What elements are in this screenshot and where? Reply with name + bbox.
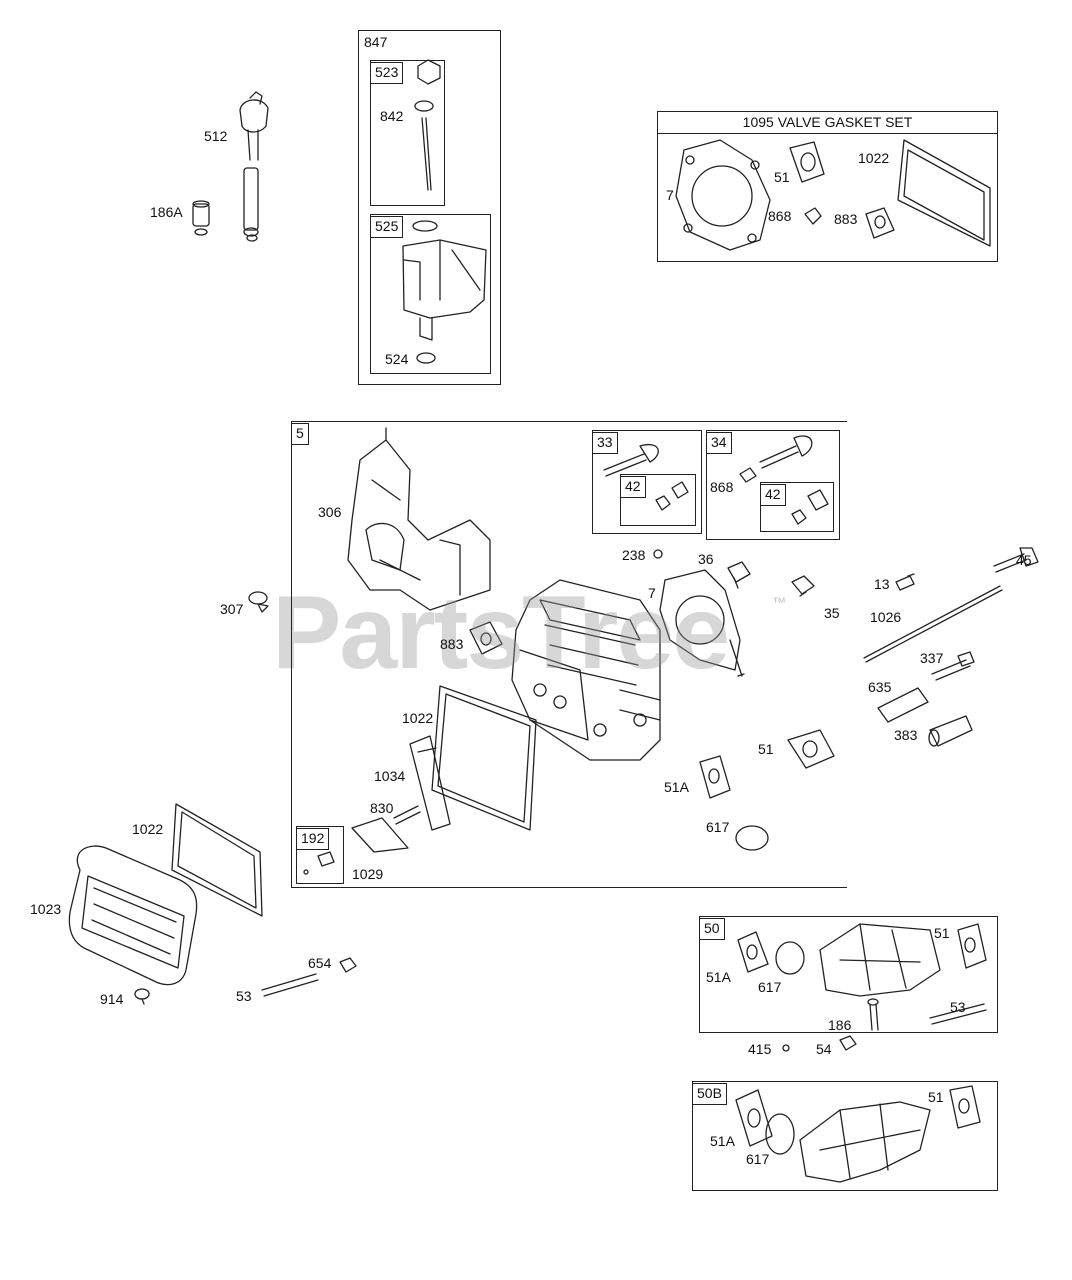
seal-186a-part	[192, 200, 210, 236]
manifold-label-415: 415	[748, 1041, 772, 1057]
breather-parts	[877, 651, 975, 747]
box-34-tag: 34	[706, 432, 732, 454]
head-gasket-7-part	[659, 569, 745, 677]
manifold-b-label-617: 617	[746, 1151, 770, 1167]
box-33-tag: 33	[592, 432, 618, 454]
box-50b-tag: 50B	[692, 1083, 727, 1105]
box-192-tag: 192	[296, 828, 330, 850]
dipstick-523-part	[414, 59, 441, 191]
part-label-1029: 1029	[352, 866, 384, 882]
part-label-51: 51	[758, 741, 774, 757]
box-192	[296, 826, 344, 884]
box-5-tag: 5	[291, 423, 309, 445]
part-192-drawing	[303, 851, 335, 875]
manifold-label-51: 51	[934, 925, 950, 941]
manifold-label-617: 617	[758, 979, 782, 995]
box-34-42-tag: 42	[760, 484, 786, 506]
manifold-b-label-51a: 51A	[710, 1133, 735, 1149]
part-label-7: 7	[648, 585, 656, 601]
part-label-617: 617	[706, 819, 730, 835]
valve-parts	[603, 435, 829, 525]
valve-gasket-set-title: 1095 VALVE GASKET SET	[657, 111, 998, 134]
part-label-1034: 1034	[374, 768, 406, 784]
part-label-842: 842	[380, 108, 404, 124]
gasket-label-868: 868	[768, 208, 792, 224]
manifold-label-186: 186	[828, 1017, 852, 1033]
part-label-307: 307	[220, 601, 244, 617]
box-50	[699, 916, 998, 1033]
manifold-label-53: 53	[950, 999, 966, 1015]
gasket-883-part	[469, 621, 503, 655]
cover-label-914: 914	[100, 991, 124, 1007]
part-label-51a: 51A	[664, 779, 689, 795]
cover-label-53: 53	[236, 988, 252, 1004]
gasket-label-51: 51	[774, 169, 790, 185]
part-label-524: 524	[385, 351, 409, 367]
part-label-186a: 186A	[150, 204, 183, 220]
part-label-383: 383	[894, 727, 918, 743]
part-label-512: 512	[204, 128, 228, 144]
air-guide-306-part	[347, 427, 491, 611]
part-label-1026: 1026	[870, 609, 902, 625]
box-34-42	[760, 482, 834, 532]
intake-manifold-50-drawing	[737, 923, 987, 1052]
part-label-1022: 1022	[402, 710, 434, 726]
valve-cover-parts	[68, 803, 263, 1005]
stud-and-nut-parts	[261, 957, 357, 997]
part-label-635: 635	[868, 679, 892, 695]
gasket-label-7: 7	[666, 187, 674, 203]
part-label-45: 45	[1016, 552, 1032, 568]
cover-label-1023: 1023	[30, 901, 62, 917]
part-label-868: 868	[710, 479, 734, 495]
gasket-label-1022: 1022	[858, 150, 890, 166]
box-34	[706, 430, 840, 540]
gasket-label-883: 883	[834, 211, 858, 227]
box-33	[592, 430, 702, 534]
box-525-tag: 525	[370, 216, 404, 238]
partstree-watermark: PartsTree	[272, 575, 730, 691]
box-33-42-tag: 42	[620, 476, 646, 498]
cover-label-1022: 1022	[132, 821, 164, 837]
screw-307-part	[248, 591, 269, 613]
cover-label-654: 654	[308, 955, 332, 971]
fill-tube-525-part	[402, 220, 487, 364]
valve-gasket-set-drawing	[675, 139, 991, 251]
rocker-cover-parts	[351, 685, 537, 853]
box-33-42	[620, 474, 696, 526]
box-523-tag: 523	[370, 62, 404, 84]
box-847-tag: 847	[364, 34, 388, 50]
box-525	[370, 214, 491, 374]
trademark-symbol: ™	[772, 594, 786, 610]
part-label-337: 337	[920, 650, 944, 666]
box-5	[291, 421, 847, 888]
part-label-830: 830	[370, 800, 394, 816]
part-label-883: 883	[440, 636, 464, 652]
part-label-306: 306	[318, 504, 342, 520]
intake-manifold-50b-drawing	[735, 1085, 981, 1183]
valve-gasket-set-box	[657, 111, 998, 262]
box-50-tag: 50	[699, 918, 725, 940]
part-label-13: 13	[874, 576, 890, 592]
manifold-b-label-51: 51	[928, 1089, 944, 1105]
box-523	[370, 60, 445, 206]
dipstick-tube-part	[239, 91, 269, 242]
box-50b	[692, 1081, 998, 1191]
part-label-238: 238	[622, 547, 646, 563]
part-label-36: 36	[698, 551, 714, 567]
small-hardware-parts	[653, 549, 815, 597]
push-rod-parts	[863, 547, 1039, 663]
box-847	[358, 30, 501, 385]
manifold-label-51a: 51A	[706, 969, 731, 985]
cylinder-head-part	[511, 579, 661, 761]
intake-gaskets-parts	[699, 729, 835, 851]
part-label-35: 35	[824, 605, 840, 621]
manifold-label-54: 54	[816, 1041, 832, 1057]
